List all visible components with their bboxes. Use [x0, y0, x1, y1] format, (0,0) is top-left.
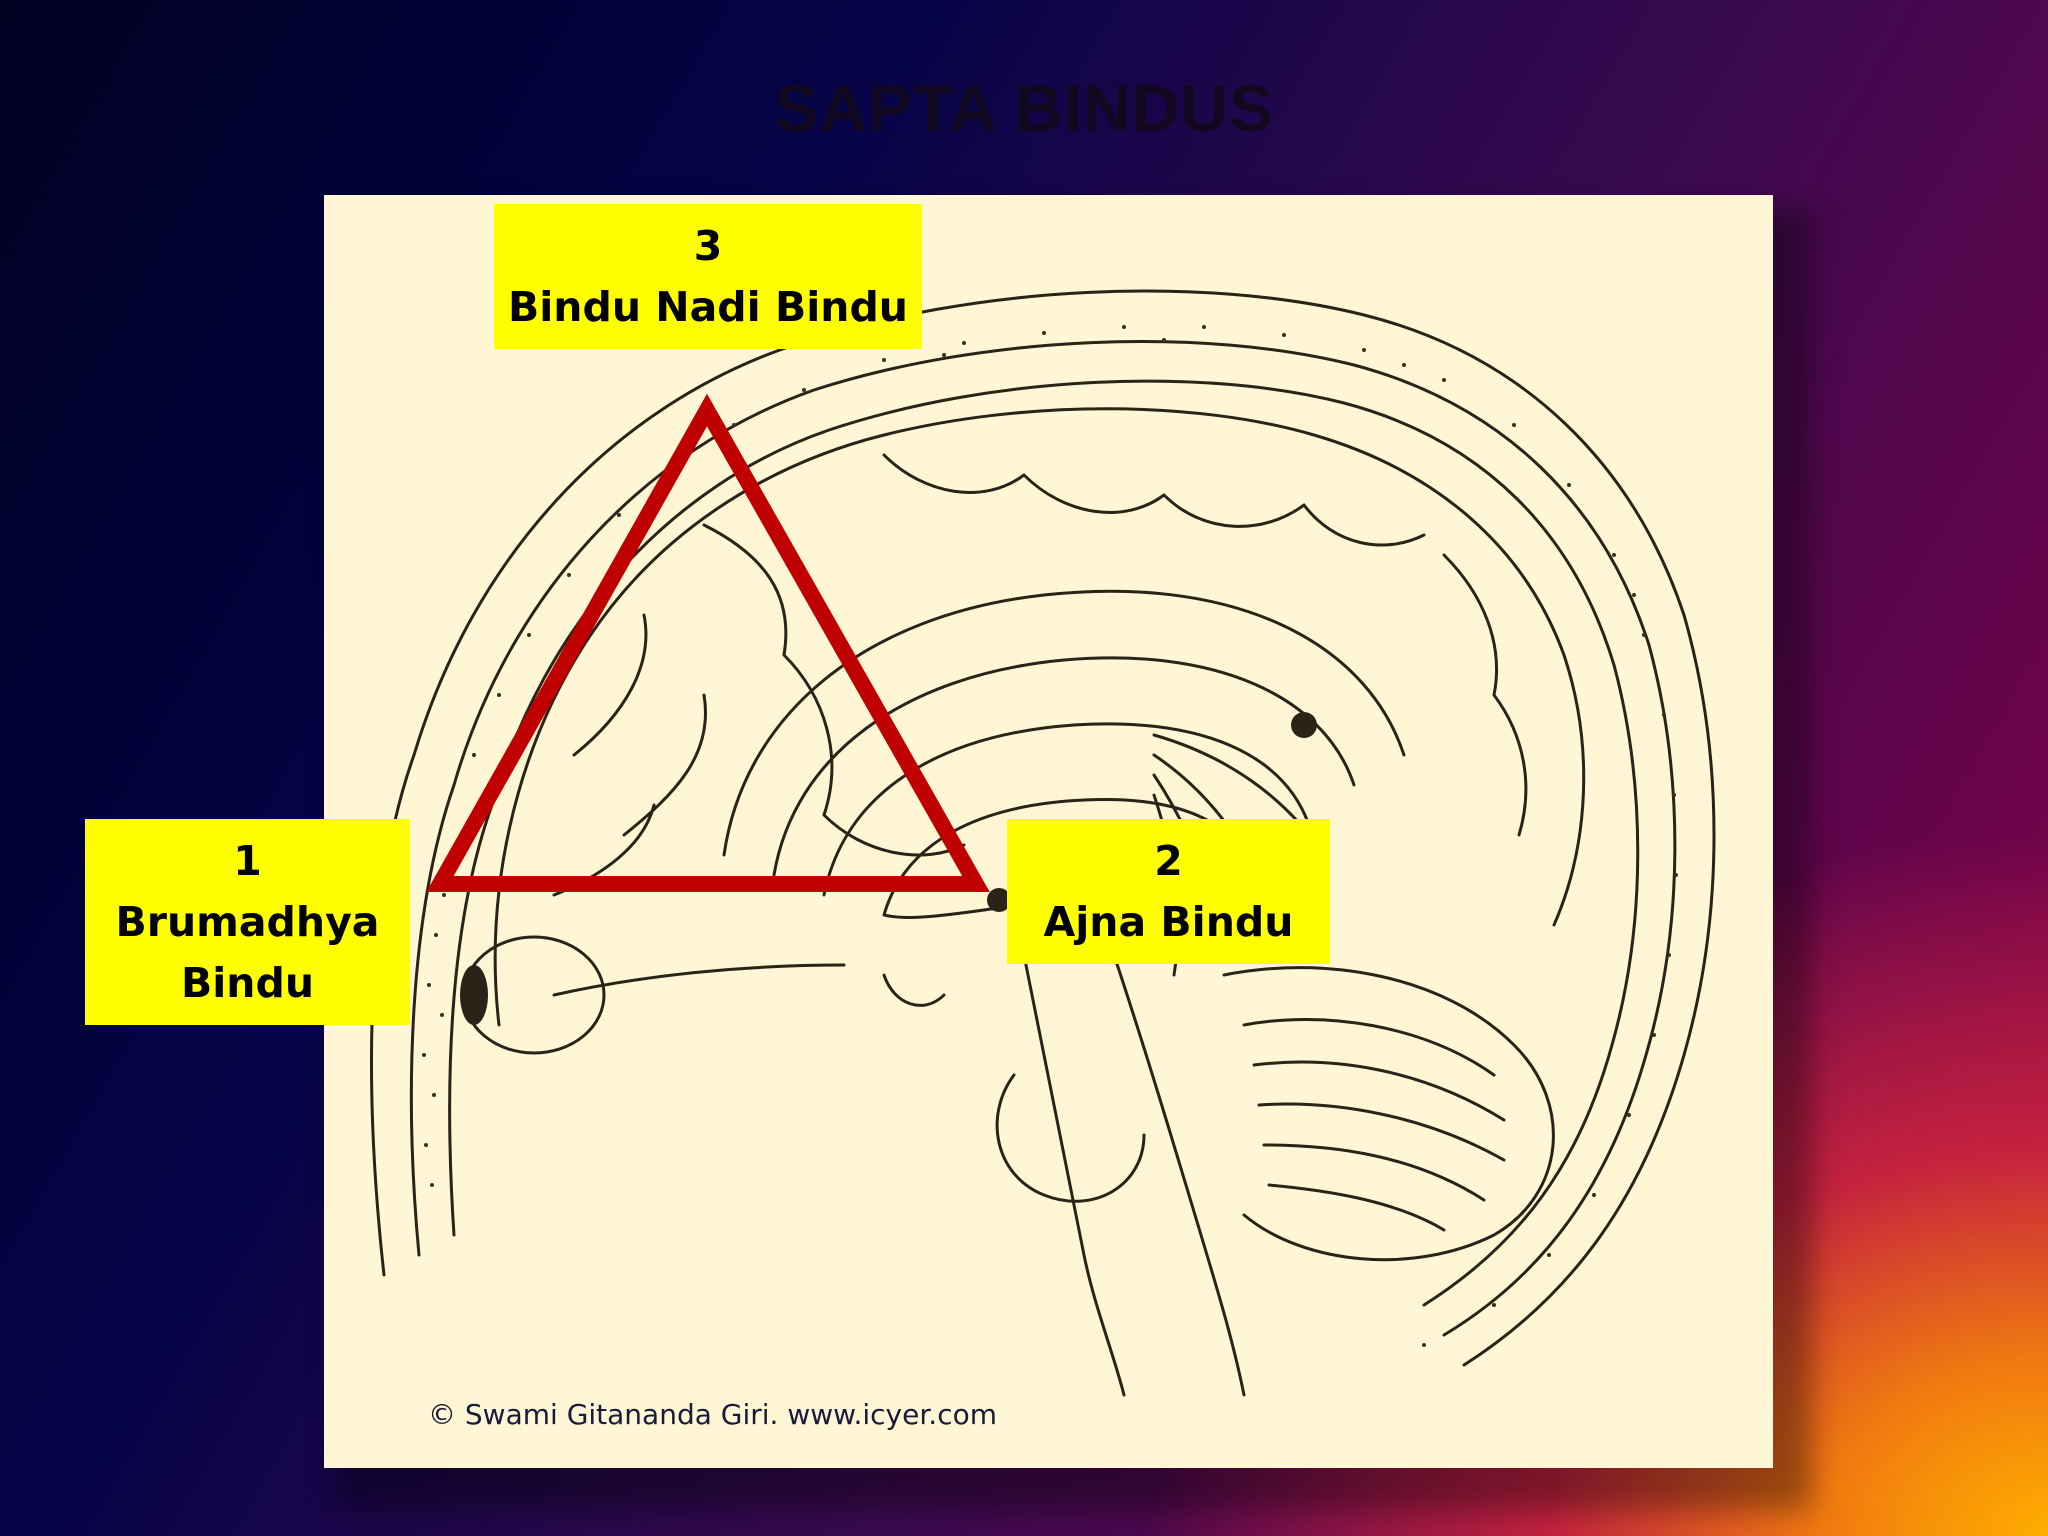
- label-2-name: Ajna Bindu: [1043, 897, 1294, 946]
- copyright-credit: © Swami Gitananda Giri. www.icyer.com: [428, 1398, 997, 1431]
- cerebellum-outline: [1222, 966, 1555, 1262]
- pineal-dot: [1291, 712, 1317, 738]
- slide-title: SAPTA BINDUS: [774, 71, 1274, 145]
- cingulate-gyrus: [722, 589, 1406, 857]
- stipple-texture: [422, 325, 1678, 1347]
- skull-inner-contour: [409, 340, 1677, 1337]
- brainstem: [1022, 953, 1246, 1397]
- corpus-callosum-lower: [822, 722, 1311, 897]
- optic-nerve: [552, 963, 846, 997]
- label-bindu-nadi-bindu: 3 Bindu Nadi Bindu: [494, 204, 922, 349]
- label-3-number: 3: [693, 221, 723, 270]
- label-2-number: 2: [1154, 836, 1183, 885]
- label-1-name-line2: Bindu: [180, 958, 315, 1007]
- corpus-callosum-upper: [772, 656, 1356, 877]
- skull-outer-contour: [370, 289, 1716, 1367]
- label-brumadhya-bindu: 1 Brumadhya Bindu: [85, 819, 410, 1025]
- brain-illustration: [370, 289, 1716, 1397]
- ajna-dot: [987, 888, 1011, 912]
- label-1-number: 1: [233, 836, 262, 885]
- label-3-name: Bindu Nadi Bindu: [508, 282, 908, 331]
- cornea-shading: [460, 965, 488, 1025]
- gyri-occipital: [1442, 553, 1528, 837]
- pons: [995, 1073, 1146, 1203]
- label-ajna-bindu: 2 Ajna Bindu: [1007, 819, 1330, 964]
- cerebrum-outline: [493, 407, 1586, 1027]
- gyri-parietal: [882, 453, 1426, 547]
- cerebellum-folia: [1242, 1017, 1506, 1232]
- bindu-triangle-outline: [426, 393, 990, 892]
- label-1-name-line1: Brumadhya: [115, 897, 380, 946]
- pituitary: [882, 973, 946, 1007]
